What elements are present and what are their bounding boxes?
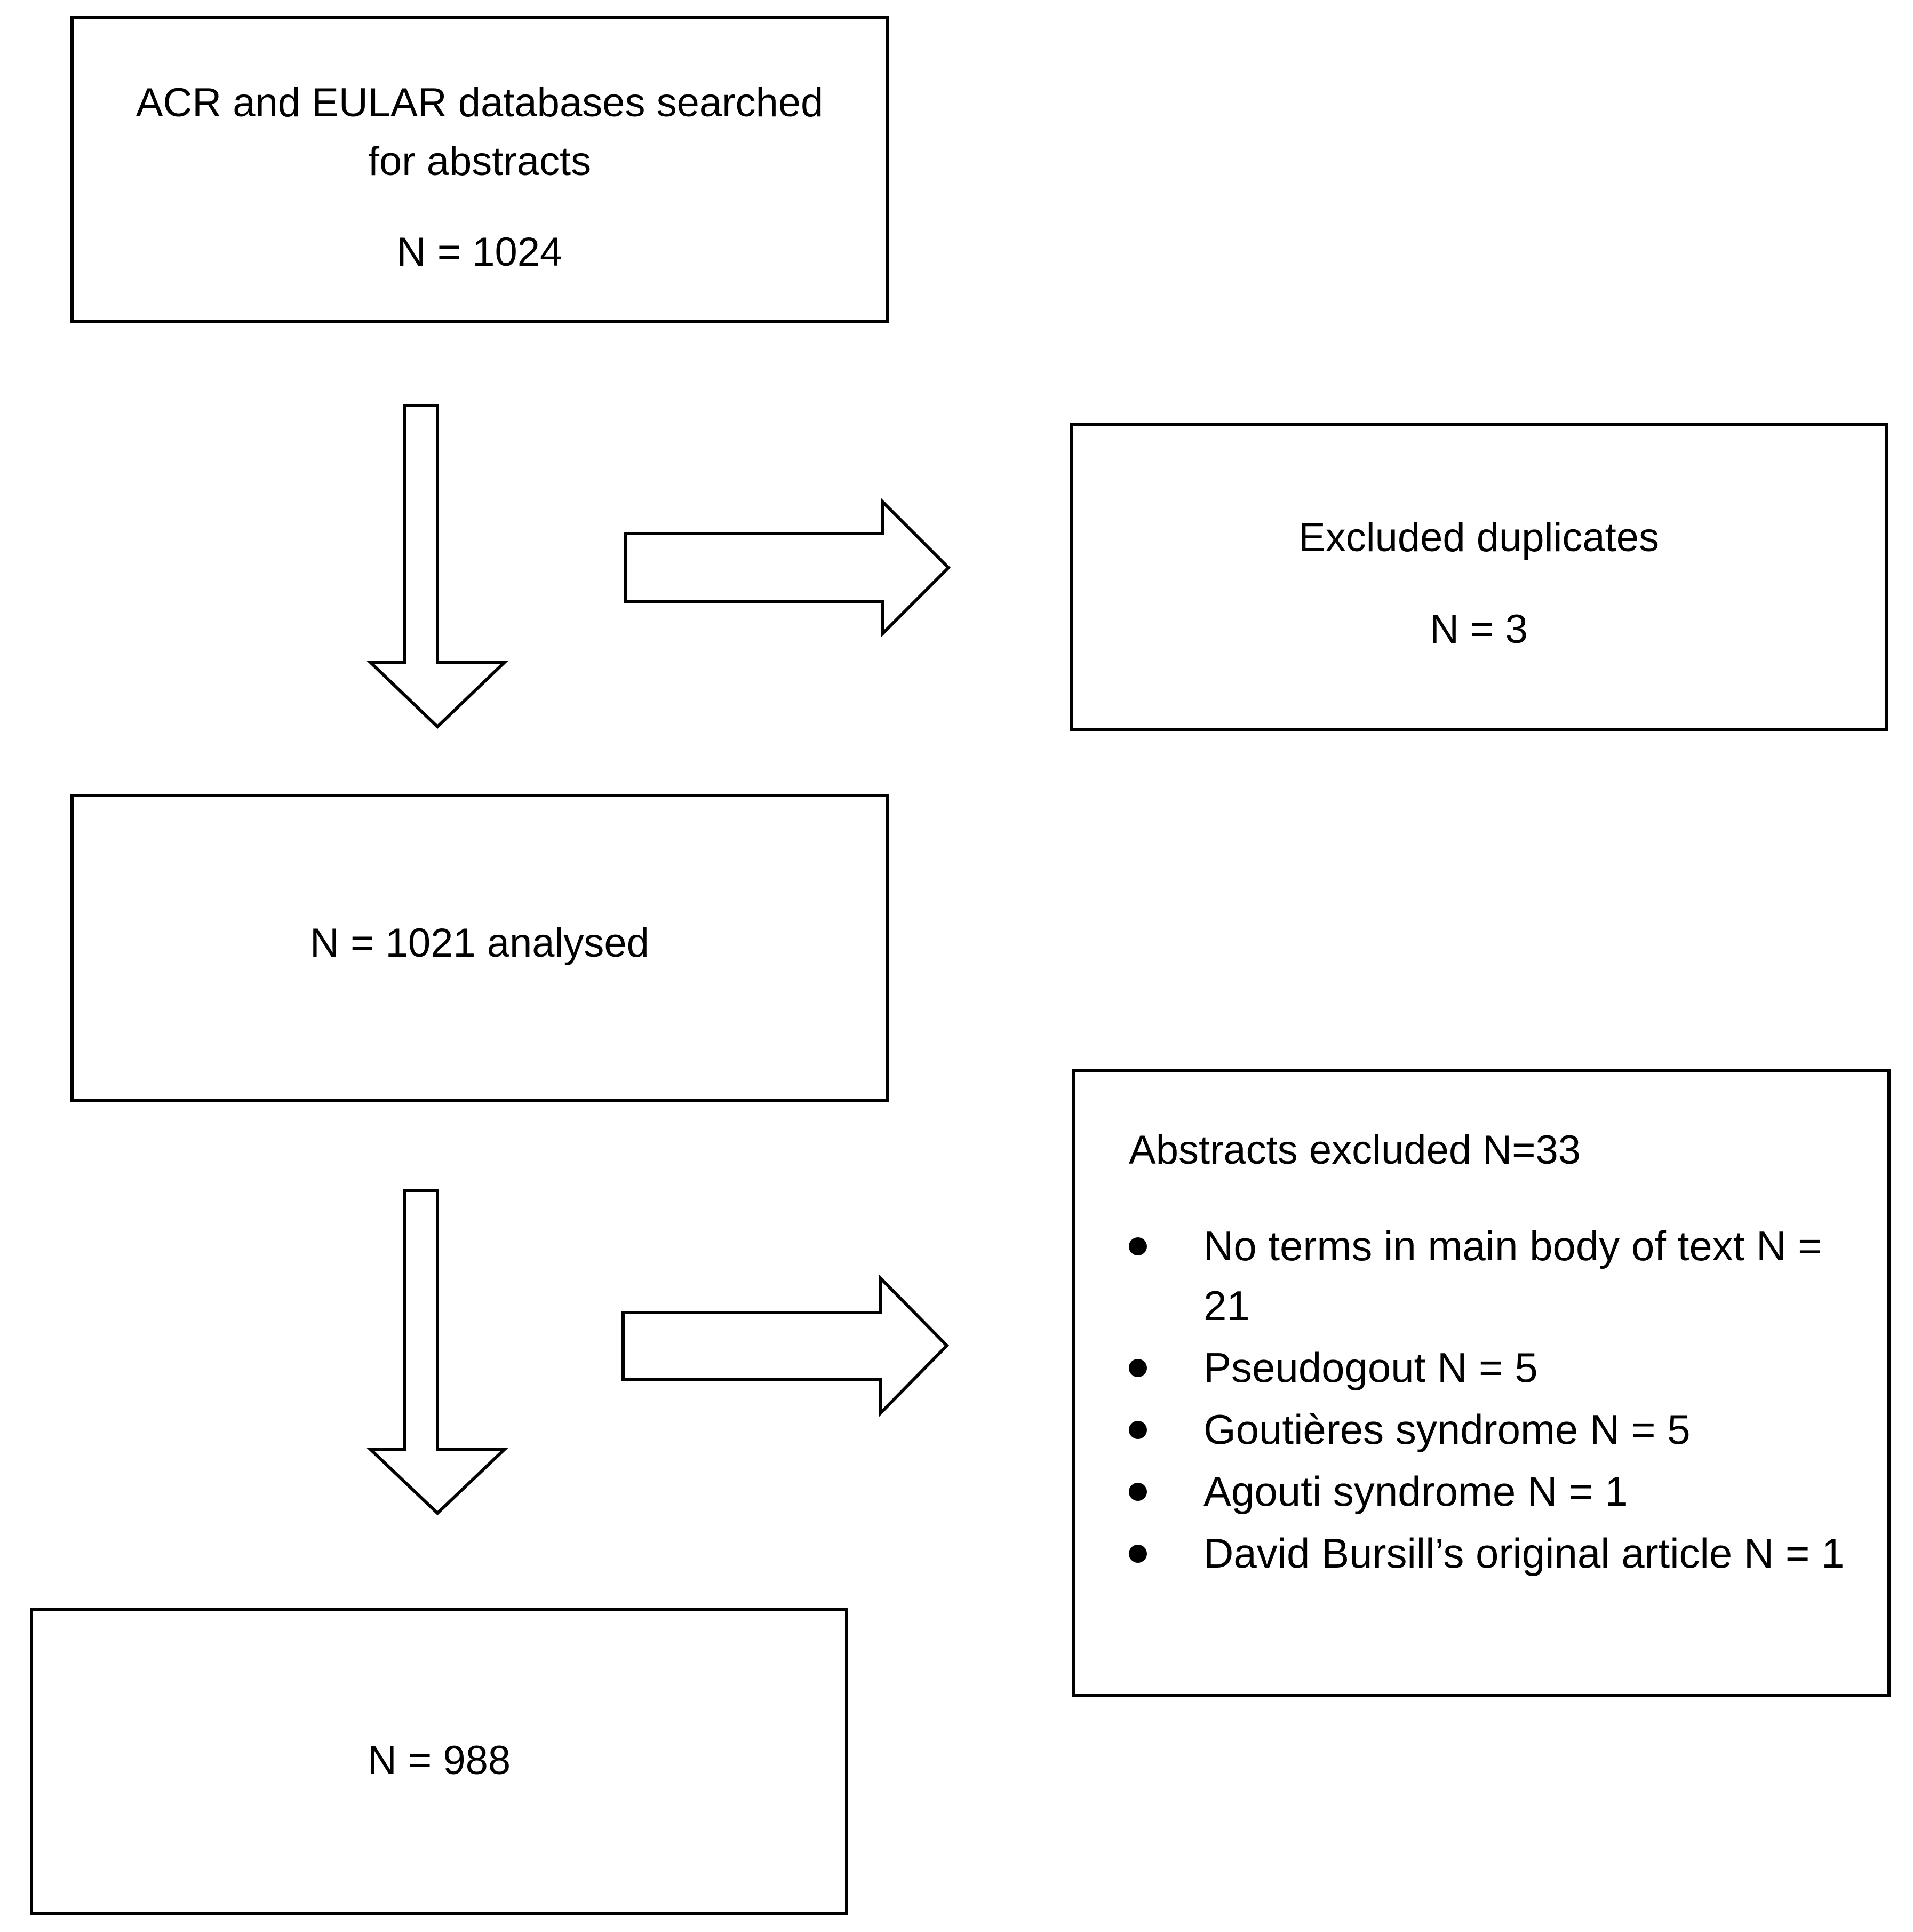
list-item: No terms in main body of text N = 21 xyxy=(1129,1216,1870,1335)
excluded-duplicates-box: Excluded duplicates N = 3 xyxy=(1070,423,1888,731)
search-label-line1: ACR and EULAR databases searched xyxy=(135,80,824,125)
list-item-text: Agouti syndrome N = 1 xyxy=(1203,1468,1628,1515)
arrow-right-2 xyxy=(621,1274,950,1418)
duplicates-count: N = 3 xyxy=(1430,607,1528,652)
analysed-label: N = 1021 analysed xyxy=(310,920,649,966)
analysed-box: N = 1021 analysed xyxy=(70,794,889,1102)
final-count-label: N = 988 xyxy=(367,1738,511,1783)
bullet-icon xyxy=(1129,1359,1147,1377)
list-item-text: Goutières syndrome N = 5 xyxy=(1203,1406,1691,1453)
excluded-abstracts-box: Abstracts excluded N=33 No terms in main… xyxy=(1072,1069,1891,1697)
duplicates-label: Excluded duplicates xyxy=(1298,515,1659,560)
arrow-right-1 xyxy=(624,497,951,638)
arrow-down-2 xyxy=(366,1189,508,1516)
list-item: Pseudogout N = 5 xyxy=(1129,1338,1870,1397)
search-count: N = 1024 xyxy=(396,229,563,275)
bullet-icon xyxy=(1129,1545,1147,1563)
search-box: ACR and EULAR databases searched for abs… xyxy=(70,16,889,323)
bullet-icon xyxy=(1129,1421,1147,1439)
arrow-down-1 xyxy=(366,404,508,729)
list-item: David Bursill’s original article N = 1 xyxy=(1129,1523,1870,1583)
list-item-text: No terms in main body of text N = 21 xyxy=(1203,1222,1822,1329)
list-item: Goutières syndrome N = 5 xyxy=(1129,1400,1870,1459)
list-item-text: David Bursill’s original article N = 1 xyxy=(1203,1530,1845,1577)
excluded-reasons-list: No terms in main body of text N = 21 Pse… xyxy=(1129,1216,1870,1585)
bullet-icon xyxy=(1129,1483,1147,1501)
bullet-icon xyxy=(1129,1237,1147,1255)
excluded-abstracts-heading: Abstracts excluded N=33 xyxy=(1129,1127,1581,1173)
search-label-line2: for abstracts xyxy=(368,139,592,184)
list-item-text: Pseudogout N = 5 xyxy=(1203,1344,1538,1391)
list-item: Agouti syndrome N = 1 xyxy=(1129,1461,1870,1521)
final-count-box: N = 988 xyxy=(30,1608,848,1915)
